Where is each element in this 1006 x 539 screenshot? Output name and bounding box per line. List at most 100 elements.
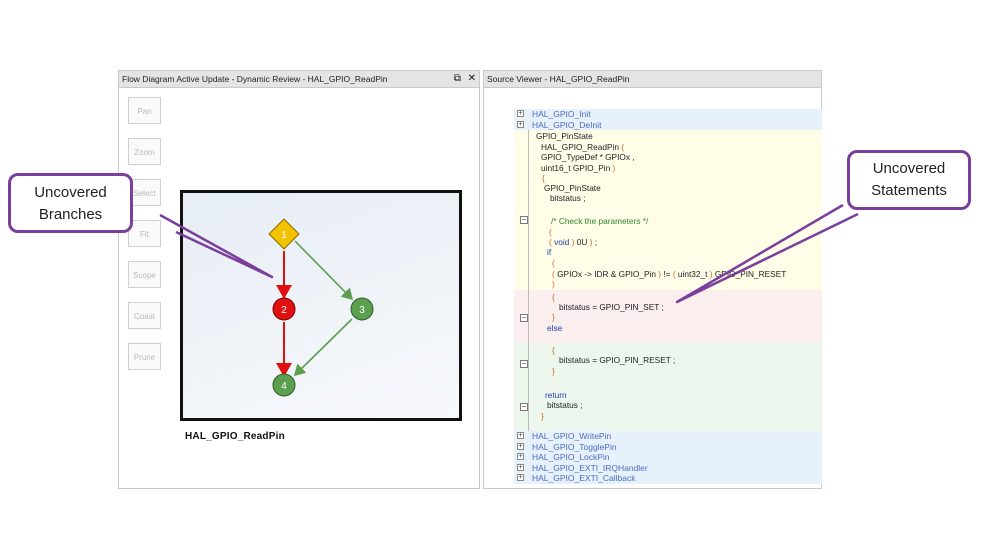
code-brace: { [552, 292, 555, 302]
flow-diagram-panel: Flow Diagram Active Update - Dynamic Rev… [118, 70, 480, 489]
close-icon[interactable]: ✕ [467, 73, 476, 84]
code-local-type: GPIO_PinState [544, 183, 601, 193]
code-brace: { [552, 345, 555, 355]
code-paren: ( [552, 269, 555, 279]
code-brace: } [552, 312, 555, 322]
pan-button[interactable]: Pan [128, 97, 161, 124]
function-name[interactable]: HAL_GPIO_DeInit [532, 119, 602, 130]
code-operator: != [663, 269, 671, 279]
function-row[interactable]: + HAL_GPIO_Init [514, 109, 822, 120]
node-1-label: 1 [281, 230, 287, 241]
diagram-function-label: HAL_GPIO_ReadPin [185, 431, 285, 442]
code-if-keyword: if [547, 247, 552, 257]
expand-icon[interactable]: + [517, 432, 524, 439]
node-2[interactable]: 2 [272, 297, 296, 321]
expand-icon[interactable]: + [517, 120, 524, 128]
collapse-icon[interactable]: − [520, 215, 528, 224]
zoom-button[interactable]: Zoom [128, 138, 161, 165]
collapse-icon[interactable]: − [520, 402, 528, 411]
collapse-icon[interactable]: − [520, 359, 528, 368]
source-panel-titlebar: Source Viewer - HAL_GPIO_ReadPin [484, 71, 821, 88]
code-cast: uint32_t [677, 269, 708, 279]
code-semicolon: ; [594, 237, 598, 247]
node-4-label: 4 [281, 381, 287, 392]
code-block-header: GPIO_PinState HAL_GPIO_ReadPin ( GPIO_Ty… [514, 130, 822, 290]
collapse-icon[interactable]: − [520, 313, 528, 322]
fit-button[interactable]: Fit [128, 220, 161, 247]
code-condition: ( GPIOx -> IDR & GPIO_Pin ) != ( uint32_… [552, 269, 786, 279]
select-button[interactable]: Select [128, 179, 161, 206]
function-row[interactable]: + HAL_GPIO_TogglePin [514, 441, 822, 452]
function-row[interactable]: + HAL_GPIO_WritePin [514, 431, 822, 442]
code-cond-tail: GPIO_PIN_RESET [714, 269, 787, 279]
code-reset-statement: bitstatus = GPIO_PIN_RESET ; [559, 355, 676, 365]
function-name[interactable]: HAL_GPIO_EXTI_Callback [532, 473, 636, 483]
covered-statement-block: { − bitstatus = GPIO_PIN_RESET ; } [514, 343, 822, 385]
code-paren: ) [658, 269, 662, 279]
function-name[interactable]: HAL_GPIO_Init [532, 109, 591, 119]
code-set-statement: bitstatus = GPIO_PIN_SET ; [559, 302, 664, 312]
uncovered-statements-callout: Uncovered Statements [847, 150, 971, 210]
source-code-area[interactable]: + HAL_GPIO_Init + HAL_GPIO_DeInit GPIO_P… [514, 109, 822, 484]
uncovered-branches-callout: Uncovered Branches [8, 173, 133, 233]
callout-line: Branches [38, 206, 103, 223]
code-return-type: GPIO_PinState [536, 131, 593, 141]
code-paren: ( [672, 269, 676, 279]
code-comment: /* Check the parameters */ [551, 216, 649, 226]
node-3[interactable]: 3 [350, 297, 374, 321]
expand-icon[interactable]: + [517, 110, 524, 117]
scope-line [528, 343, 529, 385]
edge-3-4 [293, 318, 353, 377]
code-paren: ) [612, 163, 616, 173]
scope-line [528, 385, 529, 431]
code-signature: HAL_GPIO_ReadPin ( [541, 142, 624, 152]
expand-icon[interactable]: + [517, 474, 524, 481]
function-row[interactable]: + HAL_GPIO_EXTI_IRQHandler [514, 462, 822, 473]
prune-button[interactable]: Prune [128, 343, 161, 370]
flow-diagram-canvas[interactable]: 1 2 3 4 [180, 190, 462, 421]
scope-button[interactable]: Scope [128, 261, 161, 288]
callout-line: Statements [871, 182, 947, 199]
code-brace: { [542, 173, 545, 183]
code-local-var: bitstatus ; [550, 193, 586, 203]
scope-line [528, 130, 529, 290]
flow-panel-title: Flow Diagram Active Update - Dynamic Rev… [122, 74, 388, 84]
code-fn-name: HAL_GPIO_ReadPin [541, 142, 619, 152]
node-1[interactable]: 1 [268, 218, 300, 250]
function-row[interactable]: + HAL_GPIO_LockPin [514, 452, 822, 463]
code-brace: } [541, 411, 544, 421]
code-paren: ) [709, 269, 713, 279]
code-paren: ) [589, 237, 593, 247]
expand-icon[interactable]: + [517, 442, 524, 450]
node-4[interactable]: 4 [272, 373, 296, 397]
callout-line: Uncovered [34, 184, 107, 201]
code-else-keyword: else [547, 323, 563, 333]
branches-pointer [159, 213, 274, 279]
code-void-stmt: ( void ) 0U ) ; [549, 237, 597, 247]
function-name[interactable]: HAL_GPIO_TogglePin [532, 441, 617, 452]
code-return-value: bitstatus ; [547, 400, 583, 410]
code-param: GPIO_TypeDef * GPIOx , [541, 152, 635, 162]
code-paren: ( [549, 227, 552, 237]
code-return-keyword: return [545, 390, 567, 400]
flow-graph: 1 2 3 4 [268, 218, 374, 397]
callout-line: Uncovered [872, 160, 946, 177]
code-keyword: void [554, 237, 570, 247]
coast-button[interactable]: Coast [128, 302, 161, 329]
expand-icon[interactable]: + [517, 453, 524, 460]
function-row[interactable]: + HAL_GPIO_EXTI_Callback [514, 473, 822, 484]
code-paren: ) [571, 237, 575, 247]
function-row[interactable]: + HAL_GPIO_DeInit [514, 119, 822, 130]
function-name[interactable]: HAL_GPIO_WritePin [532, 431, 612, 441]
function-name[interactable]: HAL_GPIO_EXTI_IRQHandler [532, 462, 648, 473]
function-name[interactable]: HAL_GPIO_LockPin [532, 452, 610, 462]
code-paren: ( [552, 258, 555, 268]
restore-icon[interactable]: ⧉ [453, 73, 461, 84]
expand-icon[interactable]: + [517, 463, 524, 471]
code-literal: 0U [576, 237, 588, 247]
edge-1-3 [294, 240, 354, 301]
code-paren: ( [549, 237, 552, 247]
return-block: return − bitstatus ; } [514, 385, 822, 431]
node-3-label: 3 [359, 305, 365, 316]
